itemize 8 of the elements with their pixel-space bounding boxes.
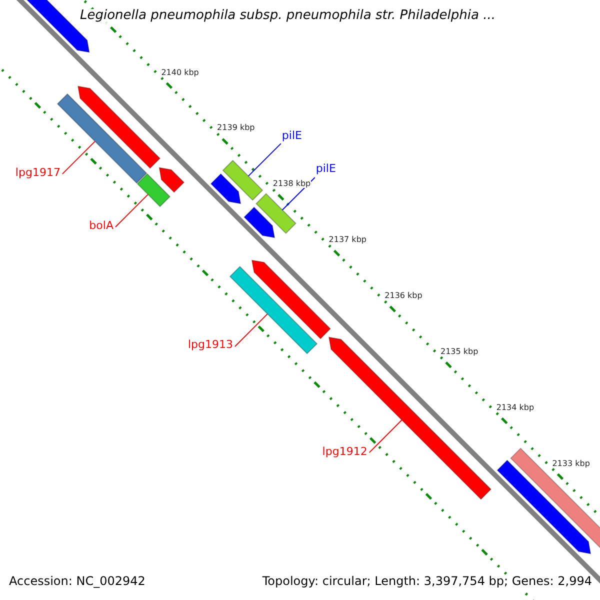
genome-info-text: Topology: circular; Length: 3,397,754 bp; Genes: 2,994: [262, 575, 592, 589]
scale-label: 2133 kbp: [552, 458, 590, 468]
scale-label: 2138 kbp: [272, 179, 311, 188]
scale-label: 2137 kbp: [328, 235, 366, 244]
scale-label: 2136 kbp: [384, 291, 422, 300]
scale-label: 2135 kbp: [440, 346, 478, 356]
title: Legionella pneumophila subsp. pneumophila str. Philadelphia ...: [80, 9, 496, 24]
accession-text: Accession: NC_002942: [9, 575, 146, 589]
